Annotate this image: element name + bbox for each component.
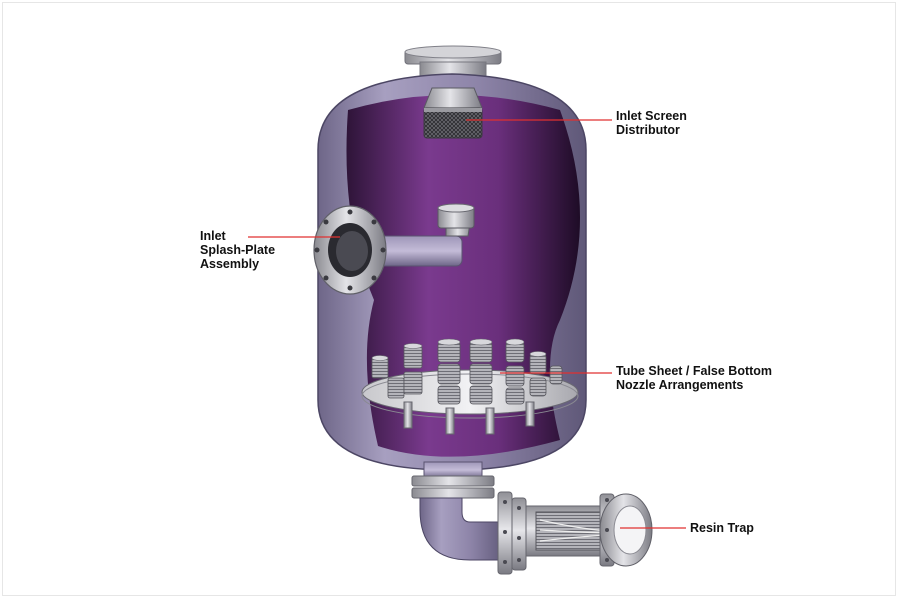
callout-lines	[248, 119, 686, 529]
label-inlet-screen-line2: Distributor	[616, 123, 680, 137]
label-resin-trap: Resin Trap	[690, 521, 754, 535]
resin-trap	[525, 493, 653, 567]
label-tube-sheet-nozzles: Tube Sheet / False Bottom Nozzle Arrange…	[616, 364, 772, 392]
label-inlet-screen-distributor: Inlet Screen Distributor	[616, 109, 687, 137]
label-inlet-splash-line1: Inlet	[200, 229, 226, 243]
label-inlet-splash-plate-assembly: Inlet Splash-Plate Assembly	[200, 229, 275, 271]
label-resin-trap-line1: Resin Trap	[690, 521, 754, 535]
nozzle-group	[371, 338, 563, 405]
label-tube-sheet-line2: Nozzle Arrangements	[616, 378, 744, 392]
inlet-screen-distributor	[423, 87, 483, 139]
bottom-outlet-pipe	[411, 461, 527, 575]
label-inlet-screen-line1: Inlet Screen	[616, 109, 687, 123]
label-inlet-splash-line3: Assembly	[200, 257, 260, 271]
label-tube-sheet-line1: Tube Sheet / False Bottom	[616, 364, 773, 378]
label-inlet-splash-line2: Splash-Plate	[200, 243, 276, 257]
inlet-splash-plate-assembly	[313, 203, 475, 295]
